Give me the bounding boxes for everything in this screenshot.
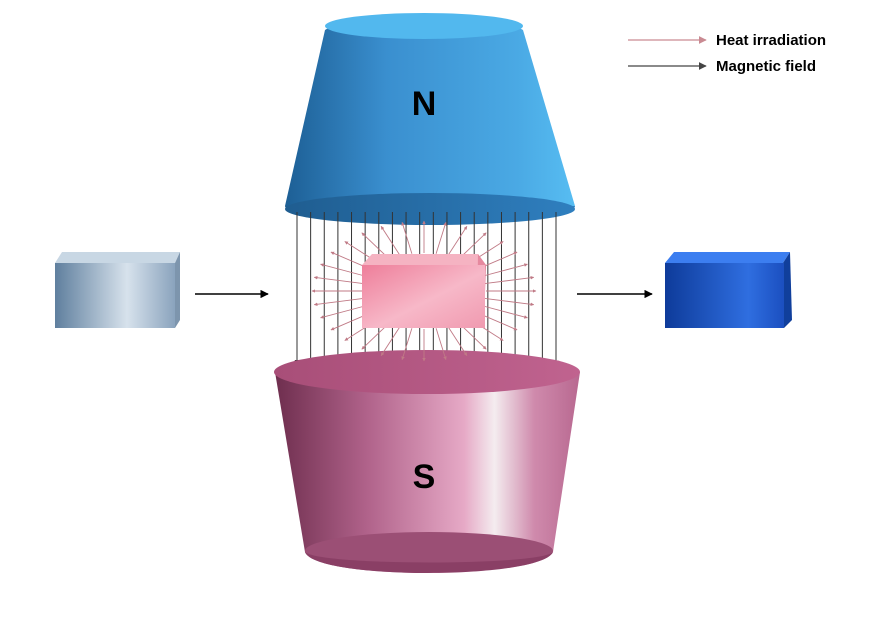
heat-irradiation-arrow (320, 263, 367, 277)
heat-irradiation-arrow (484, 297, 535, 307)
heat-irradiation-arrow (481, 305, 528, 319)
material-block-after (665, 252, 792, 328)
heat-irradiation-arrow (320, 305, 367, 319)
heat-irradiation-arrow (313, 297, 364, 307)
heat-irradiation-arrow (313, 275, 364, 285)
legend: Heat irradiation Magnetic field (628, 32, 826, 75)
heated-sample (362, 254, 486, 328)
heat-irradiation-arrow (380, 325, 401, 357)
south-pole-magnet: S (274, 350, 580, 573)
north-pole-label: N (412, 85, 437, 123)
heat-irradiation-arrow (484, 275, 535, 285)
material-block-before (55, 252, 180, 328)
heat-irradiation-arrow (435, 221, 447, 254)
heat-irradiation-arrow (435, 328, 447, 361)
north-pole-magnet: N (285, 13, 575, 225)
legend-magnetic-field: Magnetic field (628, 58, 816, 75)
heat-irradiation-arrow (380, 225, 401, 257)
heat-irradiation-arrow (447, 225, 468, 257)
heat-irradiation-arrow (401, 221, 413, 254)
legend-field-label: Magnetic field (716, 58, 816, 75)
legend-heat-irradiation: Heat irradiation (628, 32, 826, 49)
south-pole-label: S (413, 458, 436, 496)
heat-irradiation-arrow (481, 263, 528, 277)
heat-irradiation-arrow (447, 325, 468, 357)
legend-heat-label: Heat irradiation (716, 32, 826, 49)
heat-irradiation-arrow (401, 328, 413, 361)
